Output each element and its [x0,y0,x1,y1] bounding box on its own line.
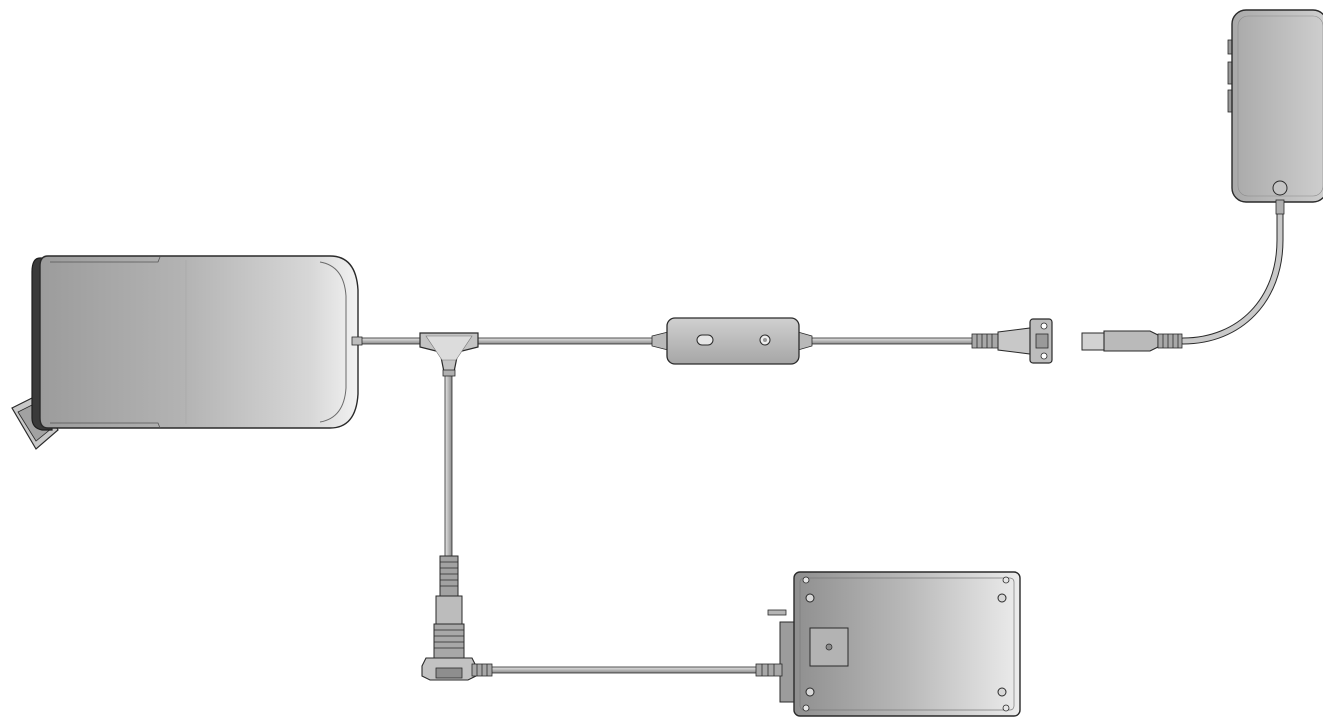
cable-connector-to-box [489,666,759,674]
inline-module-icon [651,317,813,365]
control-box-icon [755,571,1021,717]
cable-splitter-to-module [473,337,661,345]
cable-module-to-socket [807,337,975,345]
usb-panel-socket-icon [971,318,1053,364]
smartphone-icon [1227,9,1323,215]
y-splitter-icon [419,332,479,377]
main-unit-icon [11,255,363,450]
cable-splitter-down [444,369,453,559]
usb-plug-icon [1081,330,1183,352]
cable-main-to-splitter [357,337,425,345]
round-connector-icon [421,555,493,681]
cable-usb-to-phone [1179,208,1284,345]
cables [357,208,1284,674]
